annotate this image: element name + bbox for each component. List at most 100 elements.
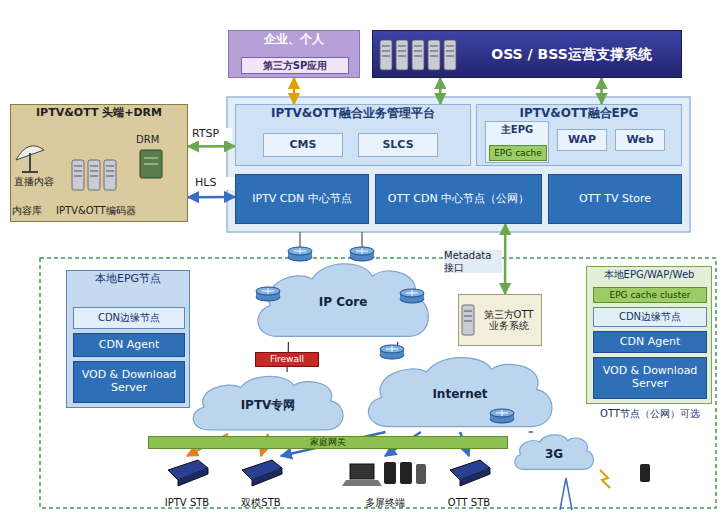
node-text: IP Core [319,290,368,310]
edge-label: RTSP [192,128,232,141]
node-text: SLCS [382,139,413,152]
drm-server [140,150,162,178]
node-box: 家庭网关 [148,436,508,449]
node-text: 企业、个人 [264,33,324,47]
node-box: EPG cache cluster [593,287,707,303]
node-box: OTT CDN 中心节点（公网） [375,174,542,224]
node-box: 本地EPG/WAP/WebEPG cache clusterCDN边缘节点 CDN… [586,266,712,404]
connector [439,78,442,104]
node-box: Web [615,129,665,151]
node-box: 企业、个人第三方SP应用 [228,30,360,78]
node-text: CDN Agent [99,339,159,352]
node-text: IPTV&OTT 头端+DRM [36,107,162,120]
node-text: 第三方OTT业务系统 [479,309,538,332]
node-text: IPTV专网 [241,393,296,413]
node-text: OTT CDN 中心节点（公网） [388,193,529,206]
uplink-line [300,232,301,252]
connector [286,367,287,372]
terminal-device: IPTV STB [150,456,224,508]
node-box: VOD & Download Server [593,357,707,399]
icon-caption: DRM [136,134,172,146]
node-text: 主EPG [501,124,533,136]
terminal-device: 双模STB [228,456,294,508]
node-box: IPTV&OTT融合业务管理平台 CMS SLCS [235,104,471,166]
node-box: WAP [557,129,607,151]
network-cloud: IP Core [252,258,434,342]
connector [529,431,533,432]
node-box: CDN边缘节点 [73,307,185,329]
node-text: Internet [432,382,487,402]
oss-servers [380,40,456,70]
node-text: IPTV STB [165,497,209,509]
node-box: VOD & Download Server [73,361,185,403]
icon-caption: 直播内容 [14,176,74,188]
ott-server [462,305,474,335]
network-cloud: 3G [512,432,596,472]
connector [288,342,289,352]
node-box: IPTV&OTT 头端+DRM [10,104,188,222]
node-text: VOD & Download Server [597,365,703,390]
node-text: CDN Agent [620,336,680,349]
node-box: OSS / BSS运营支撑系统 [372,30,682,78]
node-text: 本地EPG/WAP/Web [604,269,695,281]
node-text: CDN边缘节点 [619,311,681,323]
node-box: CDN边缘节点 [593,307,707,327]
node-box: 第三方OTT业务系统 [458,294,542,346]
network-region [40,258,716,508]
node-box: IPTV&OTT融合EPG 主EPG EPG cache WAP Web [476,104,682,166]
node-box: 主EPG EPG cache [485,121,549,163]
connector [188,196,235,199]
node-box: CDN Agent [73,333,185,357]
node-text: VOD & Download Server [77,369,181,394]
node-text: IPTV&OTT融合EPG [520,107,639,121]
stb-icons [168,460,490,486]
node-text: OTT STB [448,497,490,509]
node-box: 本地EPG节点 CDN边缘节点 CDN AgentVOD & Download Se… [66,270,190,408]
node-text: 第三方SP应用 [263,60,328,72]
uplink-line [362,232,363,252]
edge-label: HLS [195,177,235,190]
satellite-dish [16,146,44,172]
node-text: WAP [568,134,596,147]
node-text: Firewall [270,354,304,364]
node-box: CDN Agent [593,331,707,353]
network-cloud: Internet [362,352,558,432]
node-text: 3G [545,442,563,462]
node-text: CMS [290,139,317,152]
node-text: 本地EPG节点 [95,273,161,286]
node-box: 第三方SP应用 [241,57,349,74]
node-text: IPTV&OTT融合业务管理平台 [271,107,435,121]
encoder-racks [72,160,116,190]
icon-caption: IPTV&OTT编码器 [56,205,142,217]
platform-frame [227,97,690,232]
mobile-tower [560,464,650,510]
node-text: OTT TV Store [579,193,651,206]
edge-label: Metadata 接口 [444,250,502,273]
icon-caption: OTT节点（公网）可选 [586,408,714,420]
node-text: OSS / BSS运营支撑系统 [491,46,652,62]
node-text: 双模STB [241,497,280,509]
connector [504,224,507,294]
node-box: CMS [263,133,343,157]
icon-caption: 内容库 [12,205,52,217]
terminal-device: 多屏终端 [338,456,432,508]
core-routers [256,247,514,423]
node-box: Firewall [255,352,319,367]
node-text: Web [626,134,653,147]
node-text: 多屏终端 [365,497,405,509]
node-text: 家庭网关 [310,437,346,447]
connector [397,342,399,352]
node-text: EPG cache cluster [609,290,690,300]
connector [188,145,235,148]
terminal-device: OTT STB [436,456,502,508]
node-text: IPTV CDN 中心节点 [252,193,352,206]
node-box: SLCS [358,133,438,157]
node-box: EPG cache [489,145,547,161]
node-box: OTT TV Store [548,174,682,224]
node-box: IPTV CDN 中心节点 [235,174,369,224]
network-cloud: IPTV专网 [188,372,348,434]
connector [293,78,296,104]
node-text: EPG cache [494,148,542,158]
node-text: CDN边缘节点 [98,312,160,324]
